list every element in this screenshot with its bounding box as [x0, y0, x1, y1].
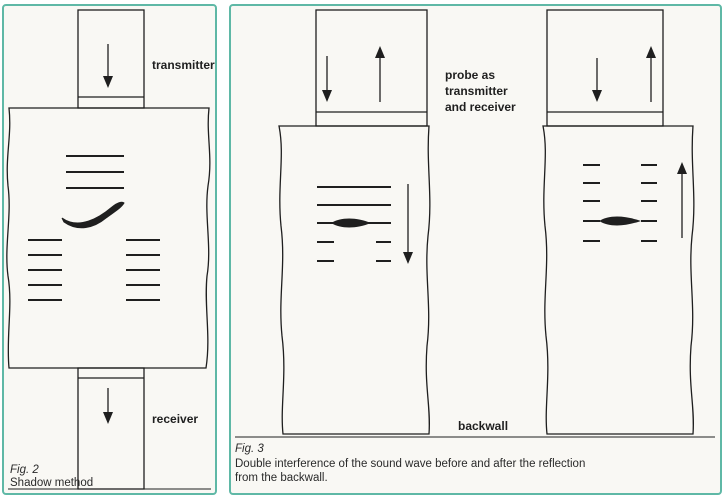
receiver-label: receiver — [152, 412, 199, 426]
transmitter-arrow-head — [103, 76, 113, 88]
receiver-probe — [77, 367, 145, 490]
wavefronts-left-specimen — [317, 186, 391, 262]
flaw-left — [331, 218, 371, 228]
figure-2-panel: transmitter receiver Fig. 2 Shadow metho… — [2, 4, 217, 495]
wavefronts-right — [126, 239, 160, 301]
probe-left — [315, 9, 428, 127]
receiver-arrow-head — [103, 412, 113, 424]
probe-right-arrow-up-head — [646, 46, 656, 58]
figure-3-caption-line2: from the backwall. — [235, 472, 328, 484]
figure-2-caption: Shadow method — [10, 477, 94, 489]
probe-right-arrow-down-head — [592, 90, 602, 102]
specimen-left — [278, 125, 431, 435]
figure-2-number: Fig. 2 — [10, 464, 39, 476]
shadow-method-diagram — [6, 9, 211, 490]
wavefronts-right-specimen — [583, 164, 657, 242]
flaw-right — [599, 216, 641, 226]
test-specimen — [6, 107, 211, 369]
specimen-right — [542, 125, 695, 435]
probe-left-arrow-down-head — [322, 90, 332, 102]
probe-left-arrow-up-head — [375, 46, 385, 58]
transmitter-probe — [77, 9, 145, 109]
double-interference-diagram — [235, 9, 715, 438]
figure-3-panel: probe as transmitter and receiver backwa… — [229, 4, 722, 495]
figure-3-caption-line1: Double interference of the sound wave be… — [235, 458, 586, 470]
incident-wavefronts — [66, 155, 124, 189]
wave-direction-up-head — [677, 162, 687, 174]
wavefronts-left — [28, 239, 62, 301]
probe-label-line1: probe as — [445, 68, 496, 82]
flaw — [61, 201, 125, 229]
backwall-label: backwall — [458, 419, 509, 433]
probe-label-line3: and receiver — [445, 100, 516, 114]
figure-3-number: Fig. 3 — [235, 443, 264, 455]
wave-direction-down-head — [403, 252, 413, 264]
transmitter-label: transmitter — [152, 58, 215, 72]
probe-label-line2: transmitter — [445, 84, 508, 98]
probe-right — [546, 9, 664, 127]
